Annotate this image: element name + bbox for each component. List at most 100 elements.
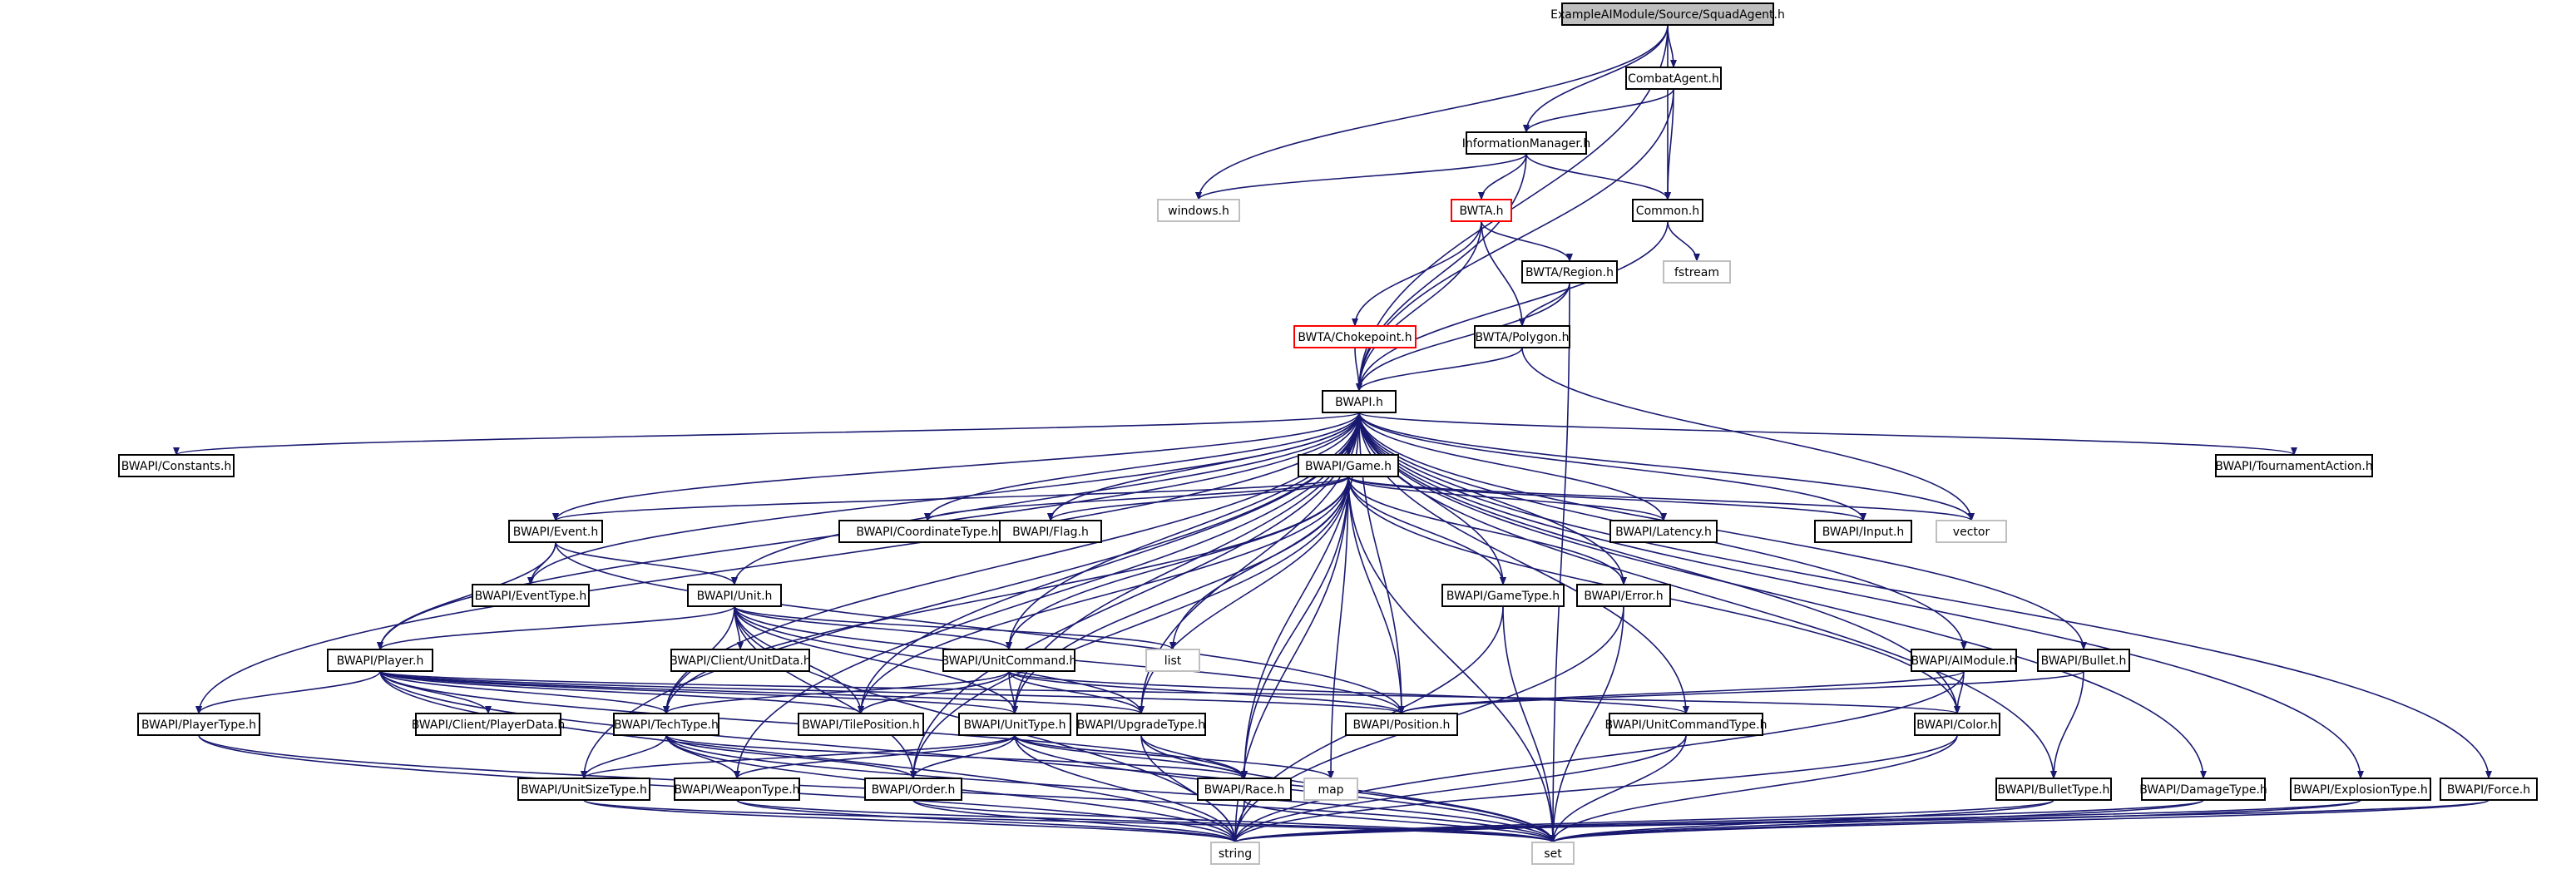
dependency-edge [734, 605, 1176, 650]
dependency-edge [858, 476, 1349, 714]
node-box [1322, 390, 1397, 413]
node-player[interactable]: BWAPI/Player.h [327, 649, 433, 672]
dependency-edge [379, 670, 492, 714]
node-list[interactable]: list [1145, 649, 1200, 672]
node-unitsize[interactable]: BWAPI/UnitSizeType.h [517, 778, 650, 801]
node-bullet[interactable]: BWAPI/Bullet.h [2037, 649, 2130, 672]
dependency-edge [1356, 347, 1523, 392]
node-box [2440, 778, 2538, 801]
node-constants[interactable]: BWAPI/Constants.h [118, 454, 235, 477]
node-label: BWAPI/UnitCommand.h [942, 654, 1077, 668]
node-upgrade[interactable]: BWAPI/UpgradeType.h [1076, 713, 1206, 736]
node-input[interactable]: BWAPI/Input.h [1814, 520, 1912, 543]
edge-error-to-set [1550, 605, 1624, 843]
edge-game-to-set [1347, 476, 1556, 843]
node-unit[interactable]: BWAPI/Unit.h [687, 584, 782, 607]
dependency-edge [1347, 476, 1405, 714]
node-techtype[interactable]: BWAPI/TechType.h [613, 713, 719, 736]
dependency-edge [1169, 476, 1349, 650]
node-latency[interactable]: BWAPI/Latency.h [1609, 520, 1718, 543]
node-set[interactable]: set [1531, 842, 1575, 865]
dependency-edge [734, 412, 1360, 779]
dependency-edge [379, 670, 1145, 714]
edge-player-to-color [379, 670, 1960, 714]
node-fstream[interactable]: fstream [1663, 260, 1731, 284]
node-aimodule[interactable]: BWAPI/AIModule.h [1911, 649, 2017, 672]
node-flag[interactable]: BWAPI/Flag.h [999, 520, 1102, 543]
dependency-edge [1664, 88, 1674, 200]
node-box [864, 778, 962, 801]
node-label: BWAPI/EventType.h [475, 590, 587, 603]
node-event[interactable]: BWAPI/Event.h [508, 520, 603, 543]
node-unitdata[interactable]: BWAPI/Client/UnitData.h [670, 649, 811, 672]
node-gametype[interactable]: BWAPI/GameType.h [1441, 584, 1565, 607]
node-game[interactable]: BWAPI/Game.h [1298, 454, 1399, 477]
node-label: BWAPI/Constants.h [121, 460, 232, 473]
node-ucmdtype[interactable]: BWAPI/UnitCommandType.h [1605, 713, 1768, 736]
node-label: BWAPI/Force.h [2447, 783, 2530, 797]
node-tilepos[interactable]: BWAPI/TilePosition.h [798, 713, 924, 736]
node-damage[interactable]: BWAPI/DamageType.h [2139, 778, 2267, 801]
node-race[interactable]: BWAPI/Race.h [1197, 778, 1292, 801]
edge-game-to-list [1169, 476, 1349, 650]
dependency-edge [1011, 476, 1349, 714]
edge-techtype-to-unitsize [581, 734, 667, 779]
node-box [1474, 325, 1570, 348]
node-box [1451, 199, 1512, 222]
node-choke[interactable]: BWTA/Chokepoint.h [1293, 325, 1417, 348]
dependency-edge [1352, 220, 1482, 327]
node-label: BWAPI/UnitType.h [963, 718, 1066, 732]
node-box [1561, 2, 1774, 26]
node-box [1625, 67, 1722, 90]
dependency-edge [734, 605, 1012, 650]
node-bwta[interactable]: BWTA.h [1451, 199, 1512, 222]
node-tourn[interactable]: BWAPI/TournamentAction.h [2215, 454, 2373, 477]
dependency-edge [1667, 220, 1700, 262]
edge-gametype-to-set [1502, 605, 1556, 843]
node-order[interactable]: BWAPI/Order.h [864, 778, 962, 801]
node-box [415, 713, 561, 736]
node-explosion[interactable]: BWAPI/ExplosionType.h [2290, 778, 2431, 801]
node-eventtype[interactable]: BWAPI/EventType.h [472, 584, 590, 607]
node-unittype[interactable]: BWAPI/UnitType.h [958, 713, 1071, 736]
node-position[interactable]: BWAPI/Position.h [1345, 713, 1458, 736]
node-weapon[interactable]: BWAPI/WeaponType.h [674, 778, 800, 801]
dependency-edge [1356, 220, 1482, 392]
edge-game-to-order [910, 476, 1349, 779]
edge-game-to-error [1347, 476, 1627, 585]
node-combat[interactable]: CombatAgent.h [1625, 67, 1722, 90]
node-region[interactable]: BWTA/Region.h [1521, 260, 1618, 284]
node-squad[interactable]: ExampleAIModule/Source/SquadAgent.h [1550, 2, 1785, 26]
node-box [1293, 325, 1417, 348]
node-box [1936, 520, 2007, 543]
node-error[interactable]: BWAPI/Error.h [1576, 584, 1671, 607]
node-unitcmd[interactable]: BWAPI/UnitCommand.h [942, 649, 1077, 672]
dependency-edge [1358, 412, 2492, 779]
node-label: BWTA.h [1459, 205, 1503, 218]
node-string[interactable]: string [1210, 842, 1260, 865]
node-windows[interactable]: windows.h [1157, 199, 1240, 222]
dependency-edge [1550, 282, 1570, 843]
node-box [1076, 713, 1206, 736]
node-box [1197, 778, 1292, 801]
edge-bwapi-to-color [1358, 412, 1960, 714]
node-bwapi[interactable]: BWAPI.h [1322, 390, 1397, 413]
dependency-edge [2050, 670, 2084, 779]
node-vector[interactable]: vector [1936, 520, 2007, 543]
dependency-edge [173, 412, 1360, 456]
dependency-edge [581, 734, 1016, 779]
node-info[interactable]: InformationManager.h [1462, 131, 1590, 155]
node-polygon[interactable]: BWTA/Polygon.h [1474, 325, 1570, 348]
node-bullettype[interactable]: BWAPI/BulletType.h [1995, 778, 2112, 801]
edge-damage-to-string [1232, 799, 2204, 843]
dependency-edge [1006, 476, 1349, 650]
node-coord[interactable]: BWAPI/CoordinateType.h [838, 520, 1016, 543]
node-map[interactable]: map [1303, 778, 1358, 801]
node-playerdata[interactable]: BWAPI/Client/PlayerData.h [412, 713, 566, 736]
node-playertype[interactable]: BWAPI/PlayerType.h [137, 713, 260, 736]
node-color[interactable]: BWAPI/Color.h [1914, 713, 2000, 736]
node-force[interactable]: BWAPI/Force.h [2440, 778, 2538, 801]
node-label: BWAPI/CoordinateType.h [856, 526, 998, 539]
dependency-edge [912, 799, 1556, 843]
node-common[interactable]: Common.h [1632, 199, 1703, 222]
